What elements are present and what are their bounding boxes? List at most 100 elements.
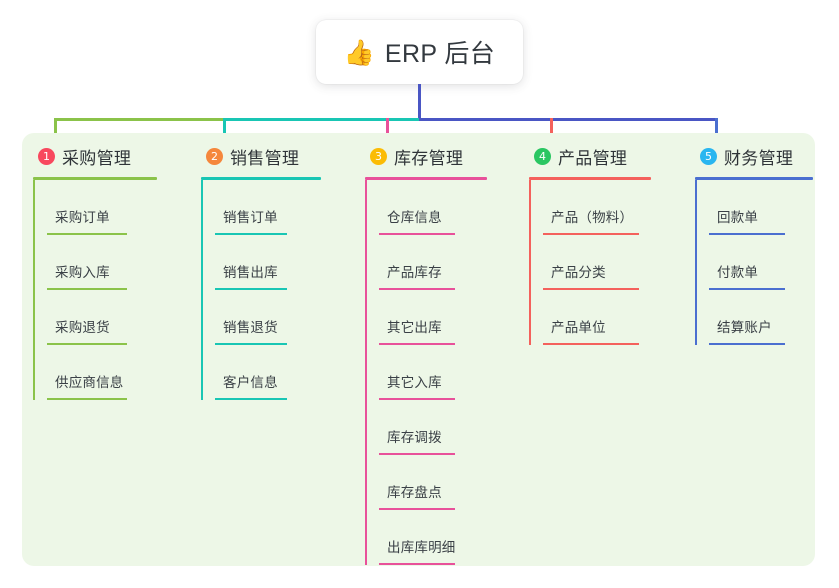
branch-header-4[interactable]: 4 产品管理: [520, 141, 666, 171]
branch-item[interactable]: 付款单: [695, 235, 828, 290]
root-node[interactable]: 👍 ERP 后台: [316, 20, 523, 84]
branch-items-1: 采购订单采购入库采购退货供应商信息: [33, 180, 172, 400]
branch-item-label: 客户信息: [223, 375, 278, 390]
branch-item[interactable]: 采购订单: [33, 180, 172, 235]
branch-item-label: 产品库存: [387, 265, 442, 280]
branch-item-label: 销售退货: [223, 320, 278, 335]
branch-item-underline: [215, 343, 287, 345]
branch-title-3: 库存管理: [394, 148, 464, 168]
branch-item[interactable]: 产品单位: [529, 290, 666, 345]
branch-item[interactable]: 销售退货: [201, 290, 336, 345]
branch-item-label: 结算账户: [717, 320, 772, 335]
branch-item-underline: [47, 233, 127, 235]
branch-item[interactable]: 回款单: [695, 180, 828, 235]
branch-item-underline: [709, 233, 785, 235]
branch-item-label: 产品单位: [551, 320, 606, 335]
branch-item-label: 其它入库: [387, 375, 442, 390]
branch-header-2[interactable]: 2 销售管理: [192, 141, 336, 171]
branch-item-label: 采购订单: [55, 210, 110, 225]
branch-item-underline: [379, 508, 455, 510]
branch-item[interactable]: 库存调拨: [365, 400, 502, 455]
branch-spine-1: [33, 180, 35, 400]
branch-item-underline: [543, 288, 639, 290]
branch-title-2: 销售管理: [230, 148, 300, 168]
branch-items-3: 仓库信息产品库存其它出库其它入库库存调拨库存盘点出库库明细: [365, 180, 502, 565]
branch-header-1[interactable]: 1 采购管理: [24, 141, 172, 171]
branch-item-label: 产品（物料）: [551, 210, 634, 225]
branch-badge-4: 4: [534, 147, 551, 165]
branch-title-1: 采购管理: [62, 148, 132, 168]
connector-trunk: [418, 84, 421, 120]
branches-panel: 1 采购管理采购订单采购入库采购退货供应商信息 2 销售管理销售订单销售出库销售退货客…: [22, 133, 815, 566]
branch-item-label: 回款单: [717, 210, 759, 225]
branch-item-underline: [709, 288, 785, 290]
thumbs-up-icon: 👍: [343, 37, 375, 67]
branch-items-5: 回款单付款单结算账户: [695, 180, 828, 345]
branch-column-4: 4 产品管理产品（物料） 产品分类产品单位: [520, 141, 666, 345]
branch-item-underline: [215, 233, 287, 235]
connector-bus-segment-1: [54, 118, 224, 121]
branch-item-underline: [379, 563, 455, 565]
branch-item-underline: [379, 398, 455, 400]
branch-item-underline: [543, 343, 639, 345]
branch-item-underline: [379, 453, 455, 455]
branch-item-label: 采购入库: [55, 265, 110, 280]
branch-item-label: 销售出库: [223, 265, 278, 280]
branch-title-4: 产品管理: [558, 148, 628, 168]
branch-column-2: 2 销售管理销售订单销售出库销售退货客户信息: [192, 141, 336, 400]
branch-item[interactable]: 仓库信息: [365, 180, 502, 235]
branch-item-label: 供应商信息: [55, 375, 124, 390]
branch-title-5: 财务管理: [724, 148, 794, 168]
branch-item-label: 付款单: [717, 265, 759, 280]
branch-item-label: 仓库信息: [387, 210, 442, 225]
branch-item-underline: [47, 398, 127, 400]
branch-item-underline: [215, 288, 287, 290]
branch-badge-2: 2: [206, 147, 223, 165]
branch-item-label: 库存盘点: [387, 485, 442, 500]
branch-item[interactable]: 其它入库: [365, 345, 502, 400]
branch-item[interactable]: 结算账户: [695, 290, 828, 345]
branch-item[interactable]: 销售出库: [201, 235, 336, 290]
branch-item[interactable]: 其它出库: [365, 290, 502, 345]
branch-column-1: 1 采购管理采购订单采购入库采购退货供应商信息: [24, 141, 172, 400]
branch-badge-3: 3: [370, 147, 387, 165]
branch-item[interactable]: 库存盘点: [365, 455, 502, 510]
branch-header-3[interactable]: 3 库存管理: [356, 141, 502, 171]
branch-item[interactable]: 采购入库: [33, 235, 172, 290]
branch-spine-2: [201, 180, 203, 400]
branch-underline-5: [695, 177, 813, 180]
branch-item-underline: [379, 288, 455, 290]
branch-item[interactable]: 出库库明细: [365, 510, 502, 565]
branch-column-3: 3 库存管理仓库信息产品库存其它出库其它入库库存调拨库存盘点出库库明细: [356, 141, 502, 565]
branch-item-underline: [709, 343, 785, 345]
branch-item-label: 出库库明细: [387, 540, 456, 555]
connector-bus-segment-3: [419, 118, 718, 121]
branch-item-underline: [215, 398, 287, 400]
branch-item[interactable]: 产品库存: [365, 235, 502, 290]
branch-item-underline: [379, 343, 455, 345]
branch-item-underline: [543, 233, 639, 235]
branch-item[interactable]: 产品分类: [529, 235, 666, 290]
branch-item-label: 销售订单: [223, 210, 278, 225]
branch-item-underline: [379, 233, 455, 235]
root-node-label: ERP 后台: [384, 40, 496, 68]
branch-underline-3: [365, 177, 487, 180]
branch-badge-1: 1: [38, 147, 55, 165]
branch-item-label: 产品分类: [551, 265, 606, 280]
branch-underline-2: [201, 177, 321, 180]
branch-header-5[interactable]: 5 财务管理: [686, 141, 828, 171]
branch-badge-5: 5: [700, 147, 717, 165]
branch-underline-4: [529, 177, 651, 180]
branch-spine-4: [529, 180, 531, 345]
branch-item-underline: [47, 343, 127, 345]
branch-column-5: 5 财务管理回款单付款单结算账户: [686, 141, 828, 345]
branch-item[interactable]: 采购退货: [33, 290, 172, 345]
branch-item[interactable]: 产品（物料）: [529, 180, 666, 235]
branch-item-underline: [47, 288, 127, 290]
branch-item[interactable]: 客户信息: [201, 345, 336, 400]
branch-item-label: 其它出库: [387, 320, 442, 335]
branch-item[interactable]: 供应商信息: [33, 345, 172, 400]
branch-spine-5: [695, 180, 697, 345]
connector-bus-segment-2: [224, 118, 420, 121]
branch-item[interactable]: 销售订单: [201, 180, 336, 235]
